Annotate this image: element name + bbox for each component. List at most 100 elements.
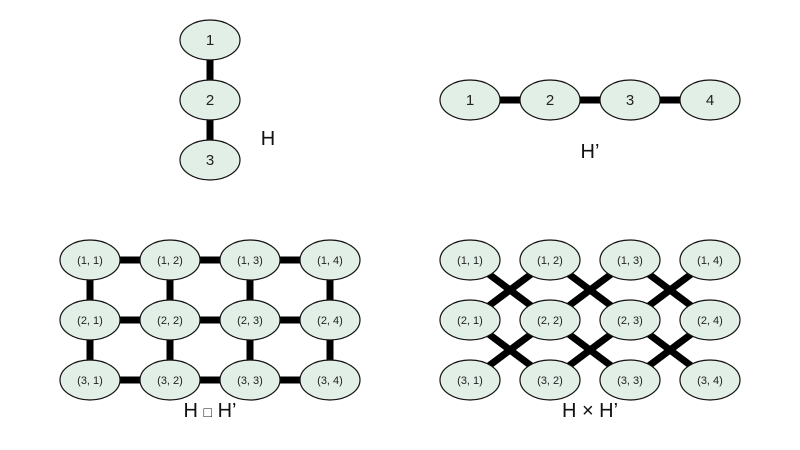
- node-ellipse: [179, 79, 241, 121]
- h-node-1: 1: [179, 19, 241, 61]
- node-label: (3, 3): [237, 375, 263, 387]
- node-ellipse: [599, 239, 661, 281]
- h-prime-node-1: 1: [439, 79, 501, 121]
- tensor-node-1-4: (1, 4): [679, 239, 741, 281]
- cartesian-node-2-2: (2, 2): [139, 299, 201, 341]
- node-ellipse: [519, 359, 581, 401]
- cartesian-node-2-4: (2, 4): [299, 299, 361, 341]
- tensor-node-1-2: (1, 2): [519, 239, 581, 281]
- tensor-node-3-3: (3, 3): [599, 359, 661, 401]
- node-label: (2, 4): [317, 315, 343, 327]
- h-prime-node-2: 2: [519, 79, 581, 121]
- node-label: (2, 2): [537, 315, 563, 327]
- node-ellipse: [599, 359, 661, 401]
- cartesian-node-1-4: (1, 4): [299, 239, 361, 281]
- node-ellipse: [599, 79, 661, 121]
- node-label: (1, 3): [237, 255, 263, 267]
- node-ellipse: [299, 299, 361, 341]
- tensor-node-1-3: (1, 3): [599, 239, 661, 281]
- node-ellipse: [59, 359, 121, 401]
- node-label: (3, 1): [457, 375, 483, 387]
- tensor-node-2-3: (2, 3): [599, 299, 661, 341]
- tensor-node-1-1: (1, 1): [439, 239, 501, 281]
- cartesian-node-3-2: (3, 2): [139, 359, 201, 401]
- tensor-node-3-2: (3, 2): [519, 359, 581, 401]
- node-ellipse: [139, 239, 201, 281]
- node-ellipse: [679, 359, 741, 401]
- node-label: (2, 1): [457, 315, 483, 327]
- node-ellipse: [219, 299, 281, 341]
- h-node-2: 2: [179, 79, 241, 121]
- node-ellipse: [519, 239, 581, 281]
- node-label: 4: [706, 92, 714, 109]
- node-label: 2: [546, 92, 554, 109]
- node-ellipse: [679, 299, 741, 341]
- cartesian-node-1-2: (1, 2): [139, 239, 201, 281]
- tensor-node-2-2: (2, 2): [519, 299, 581, 341]
- node-ellipse: [679, 239, 741, 281]
- node-ellipse: [219, 239, 281, 281]
- tensor-node-2-1: (2, 1): [439, 299, 501, 341]
- node-label: 2: [206, 92, 214, 109]
- node-ellipse: [519, 79, 581, 121]
- node-label: 3: [206, 152, 214, 169]
- node-label: 1: [206, 32, 214, 49]
- node-ellipse: [59, 239, 121, 281]
- node-label: (1, 2): [537, 255, 563, 267]
- cartesian-node-3-4: (3, 4): [299, 359, 361, 401]
- node-ellipse: [439, 239, 501, 281]
- h-prime-node-3: 3: [599, 79, 661, 121]
- tensor-node-3-4: (3, 4): [679, 359, 741, 401]
- node-ellipse: [179, 19, 241, 61]
- node-ellipse: [299, 359, 361, 401]
- caption-left: H: [183, 400, 198, 422]
- node-label: (1, 1): [457, 255, 483, 267]
- node-label: (1, 1): [77, 255, 103, 267]
- node-label: (1, 4): [697, 255, 723, 267]
- node-label: (3, 2): [537, 375, 563, 387]
- caption-cartesian-product: H □ H’: [184, 400, 237, 423]
- node-ellipse: [439, 79, 501, 121]
- tensor-node-2-4: (2, 4): [679, 299, 741, 341]
- node-label: (2, 1): [77, 315, 103, 327]
- caption-h-prime: H’: [580, 141, 600, 163]
- node-label: (3, 4): [317, 375, 343, 387]
- h-node-3: 3: [179, 139, 241, 181]
- node-ellipse: [139, 299, 201, 341]
- node-label: 3: [626, 92, 634, 109]
- tensor-node-3-1: (3, 1): [439, 359, 501, 401]
- caption-right: H’: [217, 400, 237, 422]
- caption-h: H: [260, 128, 276, 150]
- node-label: (3, 2): [157, 375, 183, 387]
- node-label: (2, 4): [697, 315, 723, 327]
- node-ellipse: [179, 139, 241, 181]
- cartesian-node-1-3: (1, 3): [219, 239, 281, 281]
- cartesian-node-1-1: (1, 1): [59, 239, 121, 281]
- cartesian-node-3-3: (3, 3): [219, 359, 281, 401]
- node-ellipse: [599, 299, 661, 341]
- caption-tensor-product: H × H’: [561, 400, 619, 422]
- node-ellipse: [219, 359, 281, 401]
- node-label: (1, 4): [317, 255, 343, 267]
- node-label: (3, 3): [617, 375, 643, 387]
- node-label: (3, 4): [697, 375, 723, 387]
- box-operator-symbol: □: [203, 404, 213, 420]
- node-ellipse: [439, 359, 501, 401]
- node-label: 1: [466, 92, 474, 109]
- node-ellipse: [299, 239, 361, 281]
- node-label: (1, 3): [617, 255, 643, 267]
- node-label: (1, 2): [157, 255, 183, 267]
- node-ellipse: [59, 299, 121, 341]
- node-label: (2, 3): [617, 315, 643, 327]
- node-ellipse: [519, 299, 581, 341]
- cartesian-node-2-3: (2, 3): [219, 299, 281, 341]
- h-prime-node-4: 4: [679, 79, 741, 121]
- node-ellipse: [679, 79, 741, 121]
- node-label: (2, 3): [237, 315, 263, 327]
- node-label: (2, 2): [157, 315, 183, 327]
- node-ellipse: [439, 299, 501, 341]
- cartesian-node-3-1: (3, 1): [59, 359, 121, 401]
- node-label: (3, 1): [77, 375, 103, 387]
